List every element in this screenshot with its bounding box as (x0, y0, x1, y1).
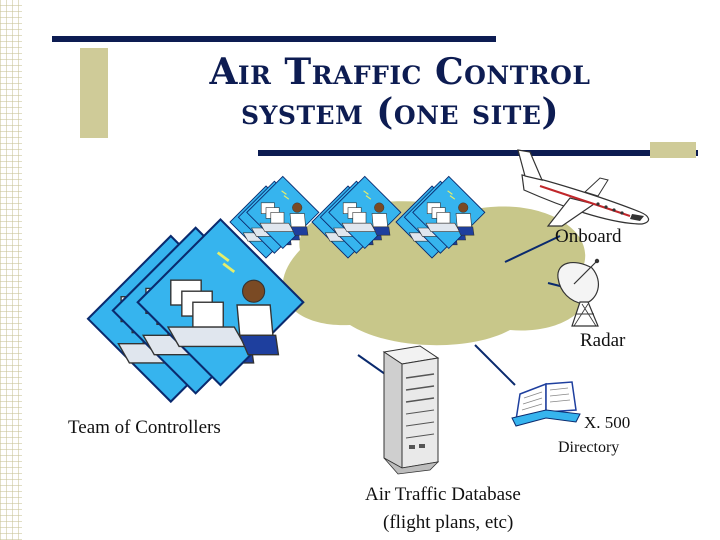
decorative-tan-block (80, 48, 108, 138)
link-onboard (504, 235, 561, 263)
decorative-sidebar (0, 0, 22, 540)
link-directory (474, 344, 516, 386)
title-line-2: system (one site) (240, 91, 559, 133)
decorative-tan-accent (650, 142, 696, 158)
server-icon (382, 345, 440, 475)
decorative-bottom-bar (258, 150, 698, 156)
radar-label: Radar (580, 330, 626, 351)
radar-dish-icon (557, 258, 600, 327)
team-of-controllers-label: Team of Controllers (68, 417, 221, 438)
airplane-icon (517, 149, 650, 227)
x500-label: X. 500 (584, 413, 631, 432)
link-database (357, 354, 386, 375)
title-line-1: Air Traffic Control (209, 51, 591, 93)
directory-label: Directory (558, 439, 620, 456)
database-label-line-1: Air Traffic Database (365, 484, 521, 505)
database-label-line-2: (flight plans, etc) (383, 512, 514, 533)
decorative-top-bar (52, 36, 496, 42)
slide-title: Air Traffic Control system (one site) (120, 52, 680, 132)
onboard-label: Onboard (555, 226, 622, 247)
book-icon (511, 381, 581, 427)
